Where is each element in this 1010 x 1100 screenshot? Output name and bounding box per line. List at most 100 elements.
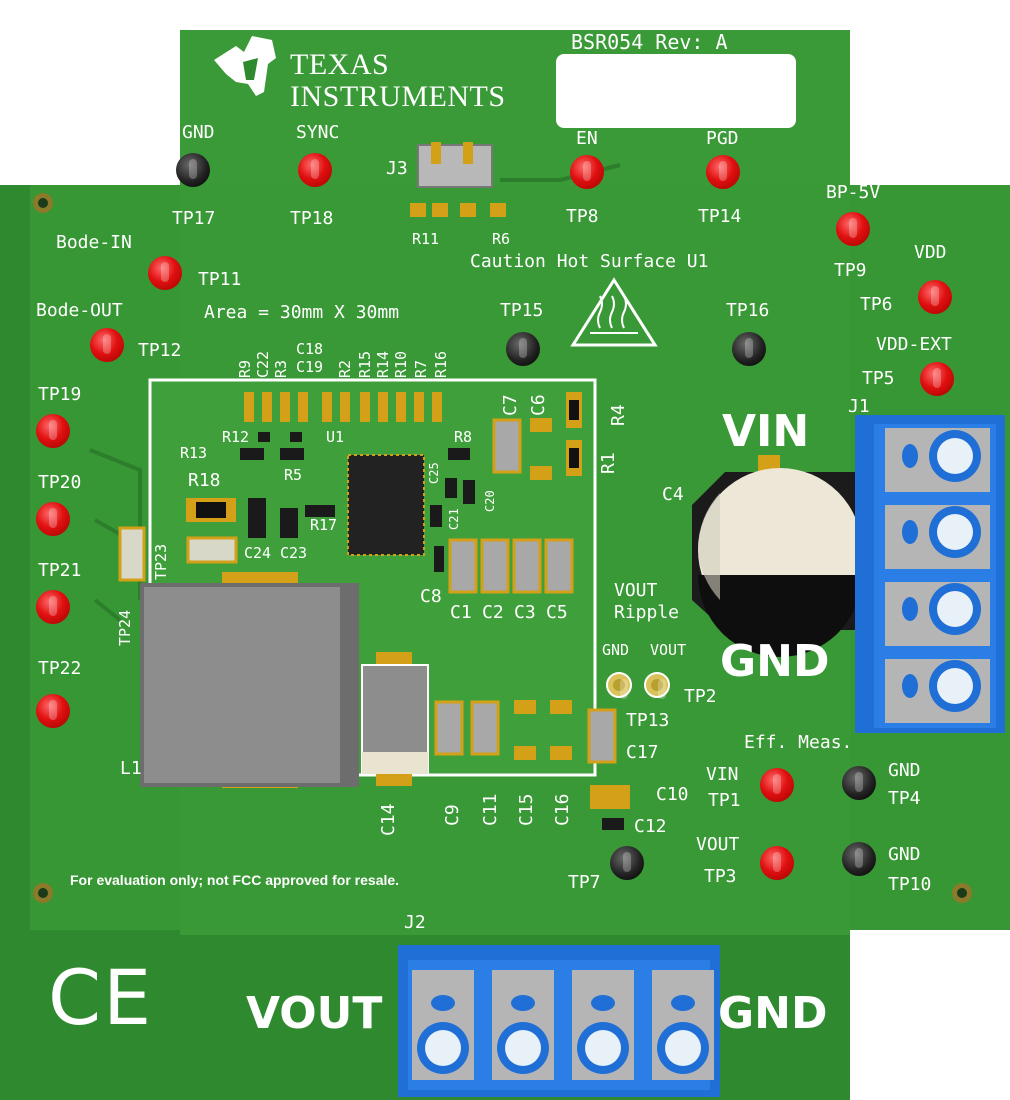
tp1-name: VIN	[706, 764, 739, 785]
tp17-id: TP17	[172, 208, 216, 229]
c6-label: C6	[528, 394, 549, 416]
j1-terminal-block[interactable]	[855, 415, 999, 727]
tp6-id: TP6	[860, 294, 893, 315]
c16-label: C16	[552, 793, 573, 826]
tp4-name: GND	[888, 760, 921, 781]
c24-label: C24	[244, 544, 272, 562]
eff-meas-label: Eff. Meas.	[744, 732, 853, 753]
c7-label: C7	[500, 394, 521, 416]
r13-label: R13	[180, 444, 208, 462]
l1-label: L1	[120, 758, 142, 779]
brand-line-2: INSTRUMENTS	[290, 80, 506, 113]
tp19-id: TP19	[38, 384, 82, 405]
tp16-probe[interactable]	[732, 332, 766, 366]
tp8-id: TP8	[566, 206, 599, 227]
r5-label: R5	[284, 466, 303, 484]
tp11-name: Bode-IN	[56, 232, 132, 253]
tp5-probe[interactable]	[920, 362, 954, 396]
tp19-probe[interactable]	[36, 414, 70, 448]
tp1-probe[interactable]	[760, 768, 794, 802]
caution-note: Caution Hot Surface U1	[470, 251, 709, 272]
j2-terminal-block[interactable]	[398, 945, 714, 1091]
tp6-probe[interactable]	[918, 280, 952, 314]
tp12-probe[interactable]	[90, 328, 124, 362]
tp22-probe[interactable]	[36, 694, 70, 728]
tp3-name: VOUT	[696, 834, 740, 855]
tp21-id: TP21	[38, 560, 82, 581]
tp13-name: GND	[602, 641, 630, 659]
tp2-ripple-pad[interactable]	[645, 673, 669, 699]
tp3-id: TP3	[704, 866, 737, 887]
r8-label: R8	[454, 428, 473, 446]
tp18-name: SYNC	[296, 122, 340, 143]
ce-mark: CE	[48, 953, 154, 1042]
tp4-id: TP4	[888, 788, 921, 809]
r16-label: R16	[432, 350, 450, 378]
r14-label: R14	[374, 350, 392, 378]
tp11-probe[interactable]	[148, 256, 182, 290]
tp12-id: TP12	[138, 340, 182, 361]
tp13-ripple-pad[interactable]	[607, 673, 631, 699]
r17-label: R17	[310, 516, 338, 534]
c9-label: C9	[442, 804, 463, 826]
r18-label: R18	[188, 470, 221, 491]
serial-label-box	[556, 54, 796, 128]
tp14-id: TP14	[698, 206, 742, 227]
tp10-id: TP10	[888, 874, 932, 895]
c22-label: C22	[254, 350, 272, 378]
vin-label: VIN	[722, 406, 810, 457]
tp12-name: Bode-OUT	[36, 300, 123, 321]
board-part-number: BSR054 Rev: A	[571, 30, 728, 54]
tp8-probe[interactable]	[570, 155, 604, 189]
tp23-id: TP23	[152, 543, 170, 580]
c14-label: C14	[378, 803, 399, 836]
tp18-probe[interactable]	[298, 153, 332, 187]
j1-label: J1	[848, 396, 870, 417]
vout-ripple-label: VOUT Ripple	[614, 580, 680, 623]
tp15-probe[interactable]	[506, 332, 540, 366]
tp8-name: EN	[576, 128, 598, 149]
j3-label: J3	[386, 158, 408, 179]
r11-label: R11	[412, 230, 440, 248]
c2-label: C2	[482, 602, 504, 623]
c4-label: C4	[662, 484, 684, 505]
c15-label: C15	[516, 793, 537, 826]
c25-label: C25	[427, 462, 441, 484]
j2-label: J2	[404, 912, 426, 933]
tp20-probe[interactable]	[36, 502, 70, 536]
tp6-name: VDD	[914, 242, 947, 263]
r9-label: R9	[236, 359, 254, 378]
tp4-probe[interactable]	[842, 766, 876, 800]
tp5-name: VDD-EXT	[876, 334, 952, 355]
c10-label: C10	[656, 784, 689, 805]
tp21-probe[interactable]	[36, 590, 70, 624]
tp1-id: TP1	[708, 790, 741, 811]
tp9-id: TP9	[834, 260, 867, 281]
r3-label: R3	[272, 359, 290, 378]
tp10-probe[interactable]	[842, 842, 876, 876]
c20-label: C20	[483, 490, 497, 512]
tp9-probe[interactable]	[836, 212, 870, 246]
brand-line-1: TEXAS	[290, 48, 390, 81]
tp20-id: TP20	[38, 472, 82, 493]
c19-label: C19	[296, 358, 324, 376]
tp17-probe[interactable]	[176, 153, 210, 187]
c8-label: C8	[420, 586, 442, 607]
tp22-id: TP22	[38, 658, 82, 679]
tp24-id: TP24	[116, 609, 134, 646]
tp2-name: VOUT	[650, 641, 687, 659]
tp7-probe[interactable]	[610, 846, 644, 880]
tp3-probe[interactable]	[760, 846, 794, 880]
tp17-name: GND	[182, 122, 215, 143]
tp15-id: TP15	[500, 300, 544, 321]
r2-label: R2	[336, 359, 354, 378]
gnd-label-bottom: GND	[718, 988, 828, 1039]
c5-label: C5	[546, 602, 568, 623]
r10-label: R10	[392, 350, 410, 378]
tp10-name: GND	[888, 844, 921, 865]
tp9-name: BP-5V	[826, 182, 881, 203]
tp5-id: TP5	[862, 368, 895, 389]
c23-label: C23	[280, 544, 308, 562]
tp14-probe[interactable]	[706, 155, 740, 189]
